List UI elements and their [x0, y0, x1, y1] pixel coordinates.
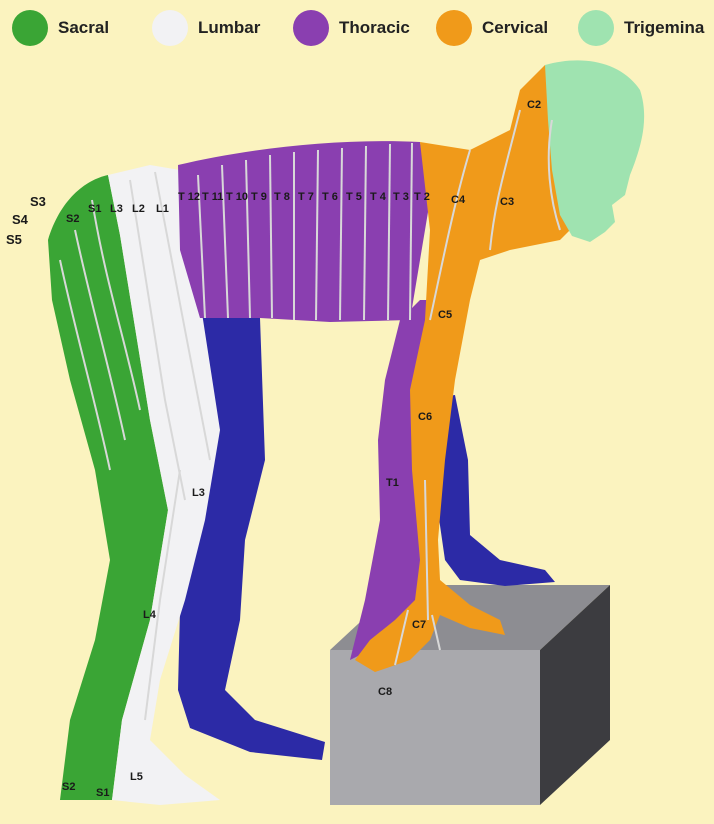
dermatome-seams — [59, 109, 561, 721]
label-c3: C3 — [500, 196, 514, 208]
label-c6: C6 — [418, 411, 432, 423]
legend-item-sacral: Sacral — [12, 10, 109, 46]
label-s2-top: S2 — [66, 213, 79, 225]
label-c8: C8 — [378, 686, 392, 698]
label-t9: T 9 — [251, 191, 267, 203]
label-t5: T 5 — [346, 191, 362, 203]
sacral-region — [48, 175, 168, 800]
legend-item-lumbar: Lumbar — [152, 10, 260, 46]
thoracic-swatch — [293, 10, 329, 46]
box-side — [540, 585, 610, 805]
cervical-region — [355, 65, 570, 672]
head — [545, 60, 645, 243]
label-t6: T 6 — [322, 191, 338, 203]
label-s1-bottom: S1 — [96, 787, 109, 799]
label-t10: T 10 — [226, 191, 248, 203]
label-t4: T 4 — [370, 191, 387, 203]
sacral-swatch — [12, 10, 48, 46]
label-l4: L4 — [143, 609, 157, 621]
label-t8: T 8 — [274, 191, 290, 203]
cervical-swatch — [436, 10, 472, 46]
label-s4: S4 — [12, 212, 29, 227]
label-t12: T 12 — [178, 191, 200, 203]
legend-label-thoracic: Thoracic — [339, 18, 410, 37]
legend-label-cervical: Cervical — [482, 18, 549, 37]
trigeminal-swatch — [578, 10, 614, 46]
legend-item-thoracic: Thoracic — [293, 10, 410, 46]
label-l3-leg: L3 — [192, 487, 205, 499]
label-s1-top: S1 — [88, 203, 101, 215]
label-l5: L5 — [130, 771, 143, 783]
label-s3: S3 — [30, 194, 46, 209]
label-s5: S5 — [6, 232, 22, 247]
label-c5: C5 — [438, 309, 452, 321]
label-l2: L2 — [132, 203, 145, 215]
label-t2: T 2 — [414, 191, 430, 203]
label-c7: C7 — [412, 619, 426, 631]
label-s2-bottom: S2 — [62, 781, 75, 793]
label-t1: T1 — [386, 477, 399, 489]
legend-item-cervical: Cervical — [436, 10, 548, 46]
legend-label-lumbar: Lumbar — [198, 18, 261, 37]
label-t11: T 11 — [202, 191, 223, 203]
label-l3-top: L3 — [110, 203, 123, 215]
label-t7: T 7 — [298, 191, 314, 203]
label-t3: T 3 — [393, 191, 409, 203]
lumbar-swatch — [152, 10, 188, 46]
label-l1: L1 — [156, 203, 169, 215]
lumbar-region — [108, 165, 220, 805]
box-front — [330, 650, 540, 805]
thoracic-region — [178, 141, 430, 322]
legend-item-trigeminal: Trigemina — [578, 10, 704, 46]
label-c2: C2 — [527, 99, 541, 111]
label-c4: C4 — [451, 194, 466, 206]
legend-label-sacral: Sacral — [58, 18, 110, 37]
far-arm — [420, 395, 555, 586]
legend-label-trigeminal: Trigemina — [624, 18, 705, 37]
legend: Sacral Lumbar Thoracic Cervical Trigemin… — [0, 0, 714, 58]
